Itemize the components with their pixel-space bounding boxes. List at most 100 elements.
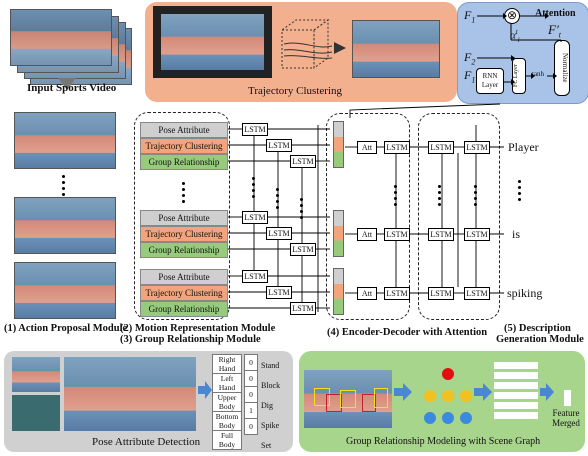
- attention-title: Attention: [535, 8, 576, 19]
- graph-node-blue-1: [424, 412, 436, 424]
- attn-f1-top: F1: [464, 8, 476, 25]
- lstm-dec-2a: LSTM: [428, 228, 454, 241]
- trajectory-clustering-3: Trajectory Clustering: [140, 285, 228, 301]
- clustered-frame: [352, 20, 440, 78]
- pose-main-image: [64, 357, 196, 431]
- attn-f1: F1: [464, 68, 476, 85]
- attn-f2: F2: [464, 50, 476, 67]
- group-relationship-2: Group Relationship: [140, 242, 228, 258]
- feature-bar-4: [494, 392, 538, 399]
- pose-thumb-2: [12, 395, 60, 431]
- lstm-m-1b: LSTM: [266, 139, 292, 152]
- lstm-m-2a: LSTM: [242, 211, 268, 224]
- body-part-3: Upper Body: [212, 392, 242, 412]
- pose-action-3: Dig: [261, 401, 273, 410]
- decoder-ellipsis-2: [474, 185, 477, 209]
- feature-stack: [494, 362, 538, 422]
- video-frame-front: [10, 9, 112, 66]
- graph-node-blue-3: [460, 412, 472, 424]
- trajectory-clustering-label: Trajectory Clustering: [248, 85, 342, 97]
- group-relationship-3: Group Relationship: [140, 301, 228, 317]
- body-part-2: Left Hand: [212, 373, 242, 393]
- proposal-frame-3: [14, 262, 116, 319]
- lstm-enc-2: LSTM: [384, 228, 410, 241]
- feature-bar-5: [494, 402, 538, 409]
- pose-value-2: 0: [244, 370, 258, 387]
- attention-unit-1: Att: [357, 141, 377, 154]
- lstm-dec-1b: LSTM: [464, 141, 490, 154]
- pose-attribute-1: Pose Attribute: [140, 122, 228, 138]
- body-part-4: Bottom Body: [212, 411, 242, 431]
- lstm-m-3b: LSTM: [266, 286, 292, 299]
- scene-graph: [424, 368, 472, 424]
- pose-value-3: 0: [244, 386, 258, 403]
- pose-action-4: Spike: [261, 421, 280, 430]
- motion-rep-label-2: (3) Group Relationship Module: [120, 334, 261, 345]
- attention-unit-2: Att: [357, 228, 377, 241]
- body-part-5: Full Body: [212, 430, 242, 450]
- feature-bar-3: [494, 382, 538, 389]
- lstm-ellipsis-3: [300, 198, 303, 222]
- encoder-ellipsis: [394, 185, 397, 209]
- film-strip: [153, 6, 272, 78]
- lstm-dec-3a: LSTM: [428, 287, 454, 300]
- graph-node-yellow-1: [424, 390, 436, 402]
- merged-feature-bar: [564, 390, 571, 406]
- feature-bar-2: [494, 372, 538, 379]
- encoder-feature-bar-1: [333, 121, 344, 168]
- pose-value-5: 0: [244, 418, 258, 435]
- input-video-label: Input Sports Video: [27, 82, 117, 94]
- decoder-ellipsis-1: [438, 185, 441, 209]
- detection-box-5: [374, 388, 388, 408]
- lstm-ellipsis-2: [276, 188, 279, 212]
- output-word-3: spiking: [507, 286, 543, 300]
- group-modeling-label: Group Relationship Modeling with Scene G…: [346, 436, 541, 447]
- pose-value-4: 1: [244, 402, 258, 419]
- action-proposal-label: (1) Action Proposal Module: [4, 323, 128, 334]
- output-word-2: is: [512, 227, 521, 241]
- lstm-m-2b: LSTM: [266, 227, 292, 240]
- detection-box-2: [326, 394, 342, 412]
- lstm-m-3a: LSTM: [242, 270, 268, 283]
- trajectory-clustering-1: Trajectory Clustering: [140, 138, 228, 154]
- graph-node-yellow-2: [442, 390, 454, 402]
- lstm-enc-3: LSTM: [384, 287, 410, 300]
- pose-action-5: Set: [261, 441, 272, 450]
- feature-bar-6: [494, 412, 538, 419]
- lstm-m-1c: LSTM: [290, 155, 316, 168]
- pose-attribute-3: Pose Attribute: [140, 269, 228, 285]
- pose-body-parts-table: Right Hand Left Hand Upper Body Bottom B…: [212, 354, 242, 450]
- trajectory-cube: [280, 19, 346, 69]
- detection-box-4: [362, 394, 376, 412]
- output-word-1: Player: [508, 140, 539, 154]
- right-arrow-icon-3: [474, 383, 492, 401]
- lstm-ellipsis-1: [252, 177, 255, 201]
- pose-values-table: 0 0 0 1 0: [244, 354, 258, 435]
- features-ellipsis: [182, 182, 185, 206]
- motion-representation-region: [134, 112, 230, 320]
- detection-box-3: [340, 390, 356, 408]
- right-arrow-icon: [198, 381, 212, 399]
- pose-actions-list: Stand Block Dig Spike Set: [261, 356, 280, 456]
- right-arrow-icon-2: [394, 383, 412, 401]
- scene-image: [304, 370, 392, 428]
- lstm-dec-2b: LSTM: [464, 228, 490, 241]
- lstm-dec-1a: LSTM: [428, 141, 454, 154]
- film-frame: [161, 14, 264, 70]
- proposal-frame-2: [14, 197, 116, 254]
- proposal-frame-1: [14, 112, 116, 169]
- attention-unit-3: Att: [357, 287, 377, 300]
- graph-node-red: [442, 368, 454, 380]
- down-arrow-icon: [58, 78, 76, 90]
- description-label-1: (5) Description: [504, 323, 571, 334]
- encoder-region: [326, 113, 410, 320]
- rnn-layer-box: RNN Layer: [476, 68, 504, 94]
- frames-ellipsis: [62, 175, 65, 199]
- encoder-feature-bar-2: [333, 210, 344, 257]
- trajectory-clustering-2: Trajectory Clustering: [140, 226, 228, 242]
- decoder-region: [418, 113, 500, 320]
- graph-node-blue-2: [442, 412, 454, 424]
- right-arrow-icon-4: [540, 383, 554, 401]
- output-ellipsis: [518, 180, 521, 204]
